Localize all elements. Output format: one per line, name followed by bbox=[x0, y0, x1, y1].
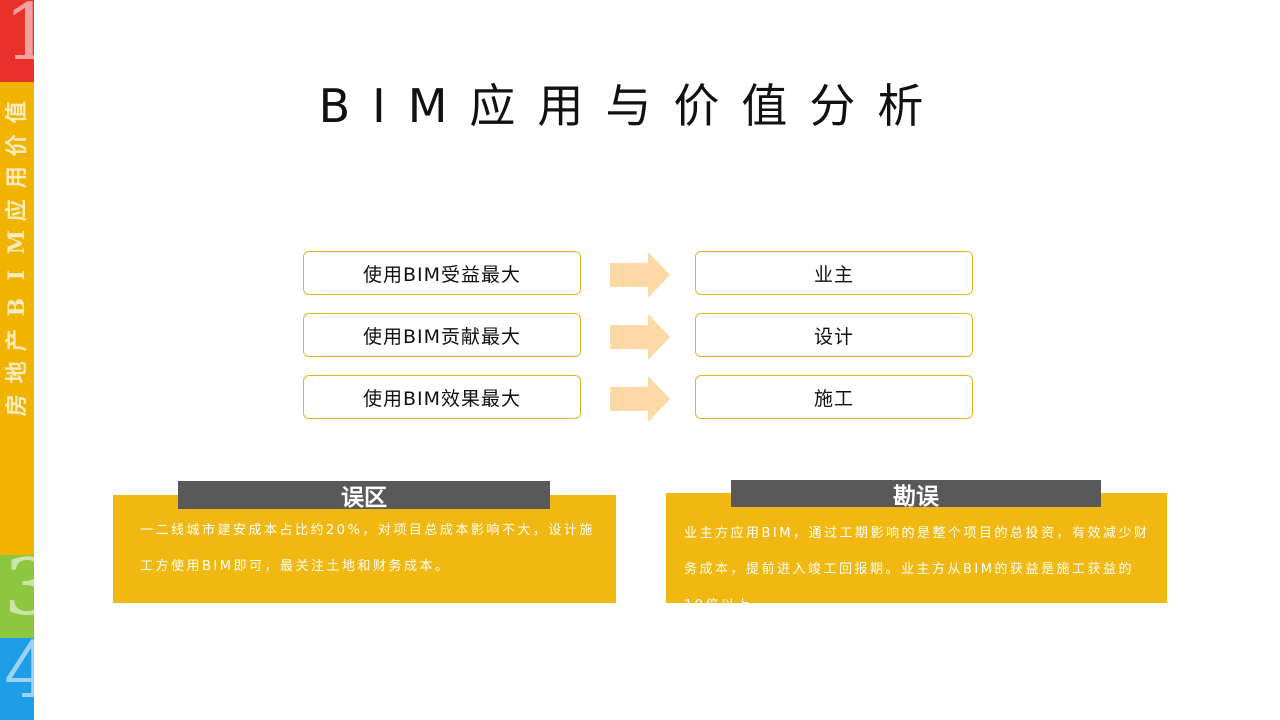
benefit-label-box: 使用BIM受益最大 bbox=[303, 251, 581, 295]
arrow-right-icon bbox=[610, 376, 670, 422]
section-number-3: 3 bbox=[4, 555, 34, 633]
misconception-panel bbox=[113, 495, 616, 603]
sidebar-title-char: B bbox=[3, 297, 30, 317]
benefit-party-box: 业主 bbox=[695, 251, 973, 295]
misconception-text: 一二线城市建安成本占比约20%，对项目总成本影响不大，设计施工方使用BIM即可，… bbox=[140, 523, 595, 574]
effect-party-box: 施工 bbox=[695, 375, 973, 419]
sidebar-section-4[interactable]: 4 bbox=[0, 638, 34, 720]
correction-panel bbox=[666, 493, 1167, 603]
arrow-right-icon bbox=[610, 314, 670, 360]
section-number-1: 1 bbox=[4, 0, 34, 78]
contribution-label-box: 使用BIM贡献最大 bbox=[303, 313, 581, 357]
correction-heading: 勘误 bbox=[731, 480, 1101, 510]
sidebar-title-char: 地 bbox=[3, 361, 30, 384]
sidebar-title-char: 应 bbox=[3, 198, 30, 221]
sidebar-title-char: I bbox=[3, 269, 30, 280]
effect-label-box: 使用BIM效果最大 bbox=[303, 375, 581, 419]
sidebar-section-1[interactable]: 1 bbox=[0, 0, 34, 82]
sidebar-section-3[interactable]: 3 bbox=[0, 555, 34, 638]
misconception-heading: 误区 bbox=[178, 481, 550, 511]
contribution-party-box: 设计 bbox=[695, 313, 973, 357]
sidebar-title-char: 价 bbox=[3, 133, 30, 156]
sidebar-title-char: M bbox=[3, 230, 30, 255]
arrow-right-icon bbox=[610, 252, 670, 298]
sidebar-title-char: 产 bbox=[3, 328, 30, 351]
page-title: BIM应用与价值分析 bbox=[318, 79, 946, 133]
section-number-4: 4 bbox=[4, 638, 34, 716]
correction-text: 业主方应用BIM，通过工期影响的是整个项目的总投资，有效减少财务成本，提前进入竣… bbox=[684, 526, 1150, 603]
sidebar-title-char: 用 bbox=[3, 166, 30, 189]
sidebar-title-char: 房 bbox=[3, 393, 30, 416]
